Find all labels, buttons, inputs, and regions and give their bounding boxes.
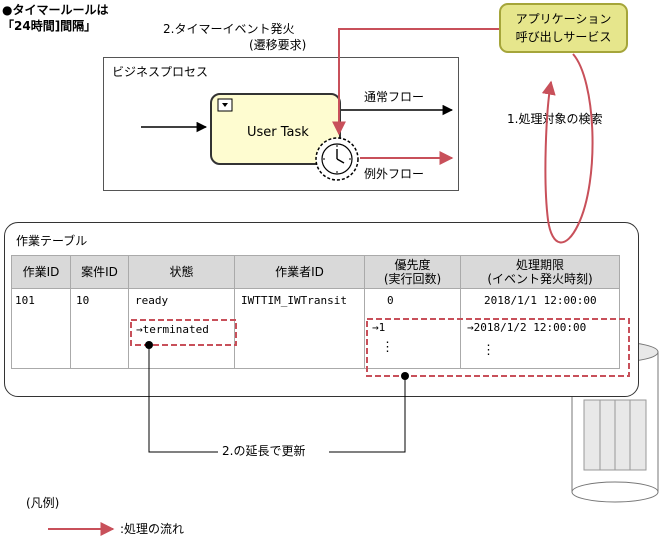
update-connector [145,341,409,453]
cell-priority-more: ⋮ [381,340,394,355]
user-task-label: User Task [247,125,309,140]
cell-work-id [11,288,71,369]
table-row [11,288,620,369]
timer-fire-arrow [332,28,499,136]
header-priority: 優先度 (実行回数) [364,255,461,289]
timer-event-label-line2: (遷移要求) [249,38,307,52]
user-task-icon [217,98,233,112]
cell-work-id-value: 101 [15,294,35,307]
header-work-id: 作業ID [11,255,71,289]
search-label: 1.処理対象の検索 [507,112,603,126]
header-worker-id: 作業者ID [234,255,365,289]
timer-rule-title-line1: ●タイマールールは [2,3,109,17]
cell-worker-id [234,288,365,369]
timer-rule-title-line2: 「24時間]間隔」 [2,19,97,33]
priority-deadline-highlight-box [366,318,630,377]
search-loop-arrow [541,53,594,244]
work-table-label: 作業テーブル [16,234,88,248]
cell-status-value: ready [135,294,169,307]
timer-event-label-line1: 2.タイマーイベント発火 [163,22,295,36]
header-deadline: 処理期限 (イベント発火時刻) [460,255,620,289]
cell-case-id-value: 10 [76,294,90,307]
cell-priority-value: 0 [387,294,394,307]
application-service-box: アプリケーション 呼び出しサービス [499,3,628,53]
table-header-row: 作業ID 案件ID 状態 作業者ID 優先度 (実行回数) 処理期限 (イベント… [11,255,620,289]
legend-title: (凡例) [26,496,60,510]
normal-flow-label: 通常フロー [364,90,425,104]
status-highlight-box [130,319,237,346]
exception-flow-label: 例外フロー [364,167,425,181]
work-table: 作業ID 案件ID 状態 作業者ID 優先度 (実行回数) 処理期限 (イベント… [11,255,620,369]
cell-deadline-new-value: →2018/1/2 12:00:00 [467,321,587,334]
cell-deadline [460,288,620,369]
header-case-id: 案件ID [70,255,129,289]
header-status: 状態 [128,255,235,289]
cell-worker-id-value: IWTTIM_IWTransit [241,294,347,307]
timer-event-icon [315,137,359,181]
cell-priority-new-value: →1 [372,321,386,334]
update-label: 2.の延長で更新 [218,444,310,459]
timer-rule-title: ●タイマールールは 「24時間]間隔」 [2,2,108,34]
legend-flow-label: :処理の流れ [120,522,185,536]
business-process-label: ビジネスプロセス [112,65,209,79]
service-box-line1: アプリケーション [515,12,612,26]
cell-deadline-value: 2018/1/1 12:00:00 [484,294,597,307]
service-box-line2: 呼び出しサービス [515,30,612,44]
cell-deadline-more: ⋮ [482,343,495,358]
cell-status-new-value: →terminated [136,323,209,336]
